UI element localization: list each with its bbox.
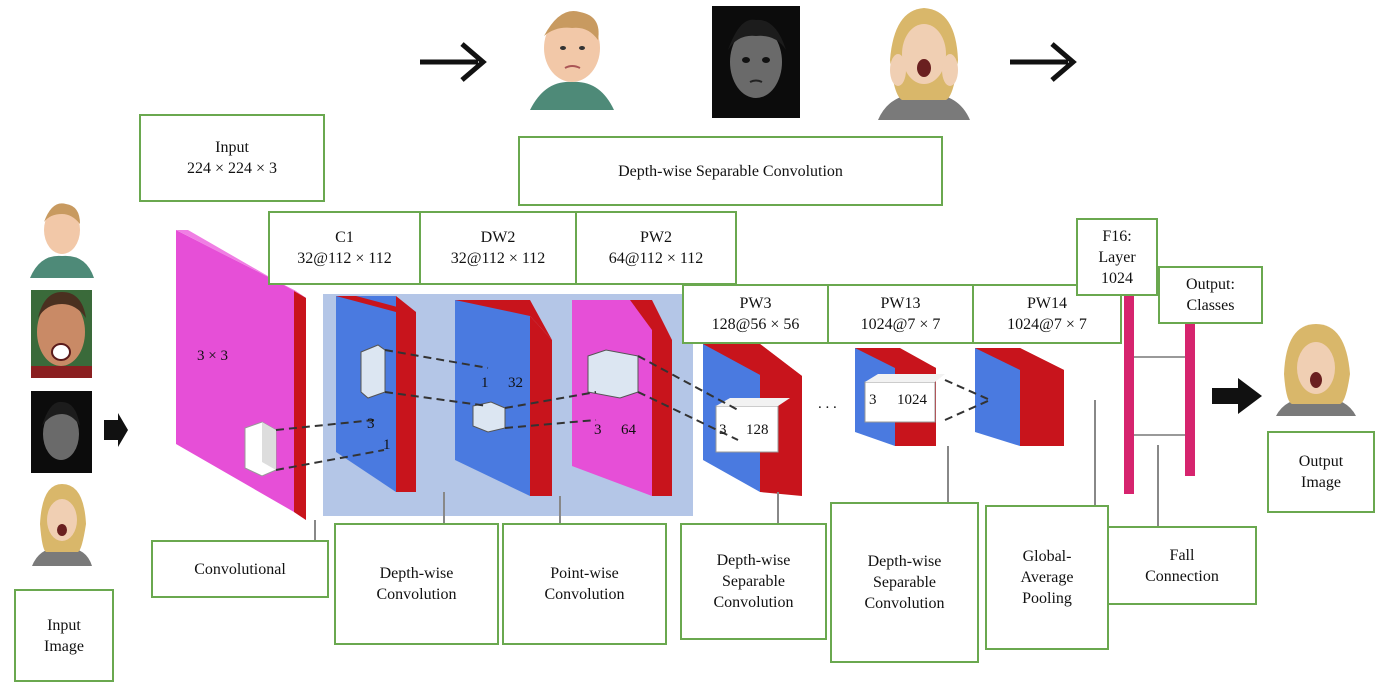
kernel-label-3e: 3 xyxy=(869,392,877,408)
sad-girl-face xyxy=(712,6,800,118)
convolutional-box: Convolutional xyxy=(151,540,329,598)
kernel-label-32: 32 xyxy=(508,375,523,391)
left-sad-girl-face xyxy=(31,391,92,473)
layer-pw2-name: PW2 xyxy=(640,229,672,246)
layer-pw3-dims: 128@56 × 56 xyxy=(711,316,800,333)
layer-pw14-name: PW14 xyxy=(1027,295,1067,312)
dsc-label-1: Depth-wise Separable Convolution xyxy=(713,552,794,611)
screaming-man-face xyxy=(31,290,92,378)
dsc-label-2: Depth-wise Separable Convolution xyxy=(864,553,945,612)
gap-box: Global- Average Pooling xyxy=(985,505,1109,650)
leader-lines xyxy=(314,400,1159,540)
kernel-label-64: 64 xyxy=(621,422,636,438)
pw13-volume xyxy=(855,348,945,446)
layer-pw3: PW3 128@56 × 56 xyxy=(682,284,829,344)
top-arrow-left-icon xyxy=(420,42,487,82)
fall-connection-box: Fall Connection xyxy=(1107,526,1257,605)
kernel-label-3x3: 3 × 3 xyxy=(197,348,228,364)
pointwise-conv-box: Point-wise Convolution xyxy=(502,523,667,645)
convolutional-label: Convolutional xyxy=(194,560,286,578)
input-box-dims: 224 × 224 × 3 xyxy=(186,160,278,177)
output-arrow-icon xyxy=(1212,378,1262,414)
dashed-connectors xyxy=(275,349,991,471)
output-classes-label: Output: Classes xyxy=(1186,276,1235,314)
dw2-volume xyxy=(455,300,552,496)
output-image-label: Output Image xyxy=(1298,453,1344,491)
pw2-volume xyxy=(572,300,672,496)
top-arrow-right-icon xyxy=(1010,42,1077,82)
output-image-box: Output Image xyxy=(1267,431,1375,513)
depthwise-conv-box: Depth-wise Convolution xyxy=(334,523,499,645)
fall-connection-label: Fall Connection xyxy=(1145,546,1219,585)
input-image-label: Input Image xyxy=(44,616,84,655)
dsc-box-1: Depth-wise Separable Convolution xyxy=(680,523,827,640)
layer-c1-dims: 32@112 × 112 xyxy=(297,250,392,267)
pointwise-conv-label: Point-wise Convolution xyxy=(544,565,625,603)
gap-label: Global- Average Pooling xyxy=(1020,548,1074,607)
kernel-label-1024: 1024 xyxy=(897,392,927,408)
fc-layer xyxy=(1124,296,1195,494)
input-volume xyxy=(176,230,306,520)
angry-boy-face xyxy=(527,6,617,110)
kernel-label-1b: 1 xyxy=(481,375,489,391)
left-surprised-woman-face xyxy=(32,484,92,566)
pw3-volume xyxy=(703,344,802,496)
depthwise-separable-header: Depth-wise Separable Convolution xyxy=(518,136,943,206)
kernel-label-3d: 3 xyxy=(719,422,727,438)
kernel-label-128: 128 xyxy=(746,422,769,438)
output-classes-box: Output: Classes xyxy=(1158,266,1263,324)
layer-pw13-dims: 1024@7 × 7 xyxy=(860,316,941,333)
pw14-volume xyxy=(975,348,1064,446)
dsc-box-2: Depth-wise Separable Convolution xyxy=(830,502,979,663)
surprised-woman-face xyxy=(876,4,972,120)
layer-c1: C1 32@112 × 112 xyxy=(268,211,421,285)
layer-pw14-dims: 1024@7 × 7 xyxy=(1007,316,1087,333)
input-image-box: Input Image xyxy=(14,589,114,682)
depthwise-separable-header-label: Depth-wise Separable Convolution xyxy=(618,162,843,180)
layer-pw2: PW2 64@112 × 112 xyxy=(575,211,737,285)
kernel-label-3a: 3 xyxy=(367,416,375,432)
layer-pw13: PW13 1024@7 × 7 xyxy=(827,284,974,344)
layer-dw2-name: DW2 xyxy=(480,229,516,246)
layer-pw13-name: PW13 xyxy=(880,295,921,312)
depthwise-conv-label: Depth-wise Convolution xyxy=(376,565,457,603)
kernel-label-3c: 3 xyxy=(594,422,602,438)
layer-c1-name: C1 xyxy=(335,229,354,246)
left-angry-boy-face xyxy=(30,203,94,278)
input-box-title: Input xyxy=(215,139,249,156)
kernel-label-1a: 1 xyxy=(383,437,391,453)
layer-pw2-dims: 64@112 × 112 xyxy=(608,250,704,267)
f16-label: F16: Layer 1024 xyxy=(1098,227,1136,287)
f16-box: F16: Layer 1024 xyxy=(1076,218,1158,296)
input-box: Input 224 × 224 × 3 xyxy=(139,114,325,202)
output-surprised-woman-face xyxy=(1276,324,1356,416)
layer-pw3-name: PW3 xyxy=(739,295,772,312)
layer-dw2-dims: 32@112 × 112 xyxy=(450,250,546,267)
layer-pw14: PW14 1024@7 × 7 xyxy=(972,284,1122,344)
ellipsis-label: . . . xyxy=(818,396,837,412)
layer-dw2: DW2 32@112 × 112 xyxy=(419,211,577,285)
input-arrow-icon xyxy=(104,413,128,447)
